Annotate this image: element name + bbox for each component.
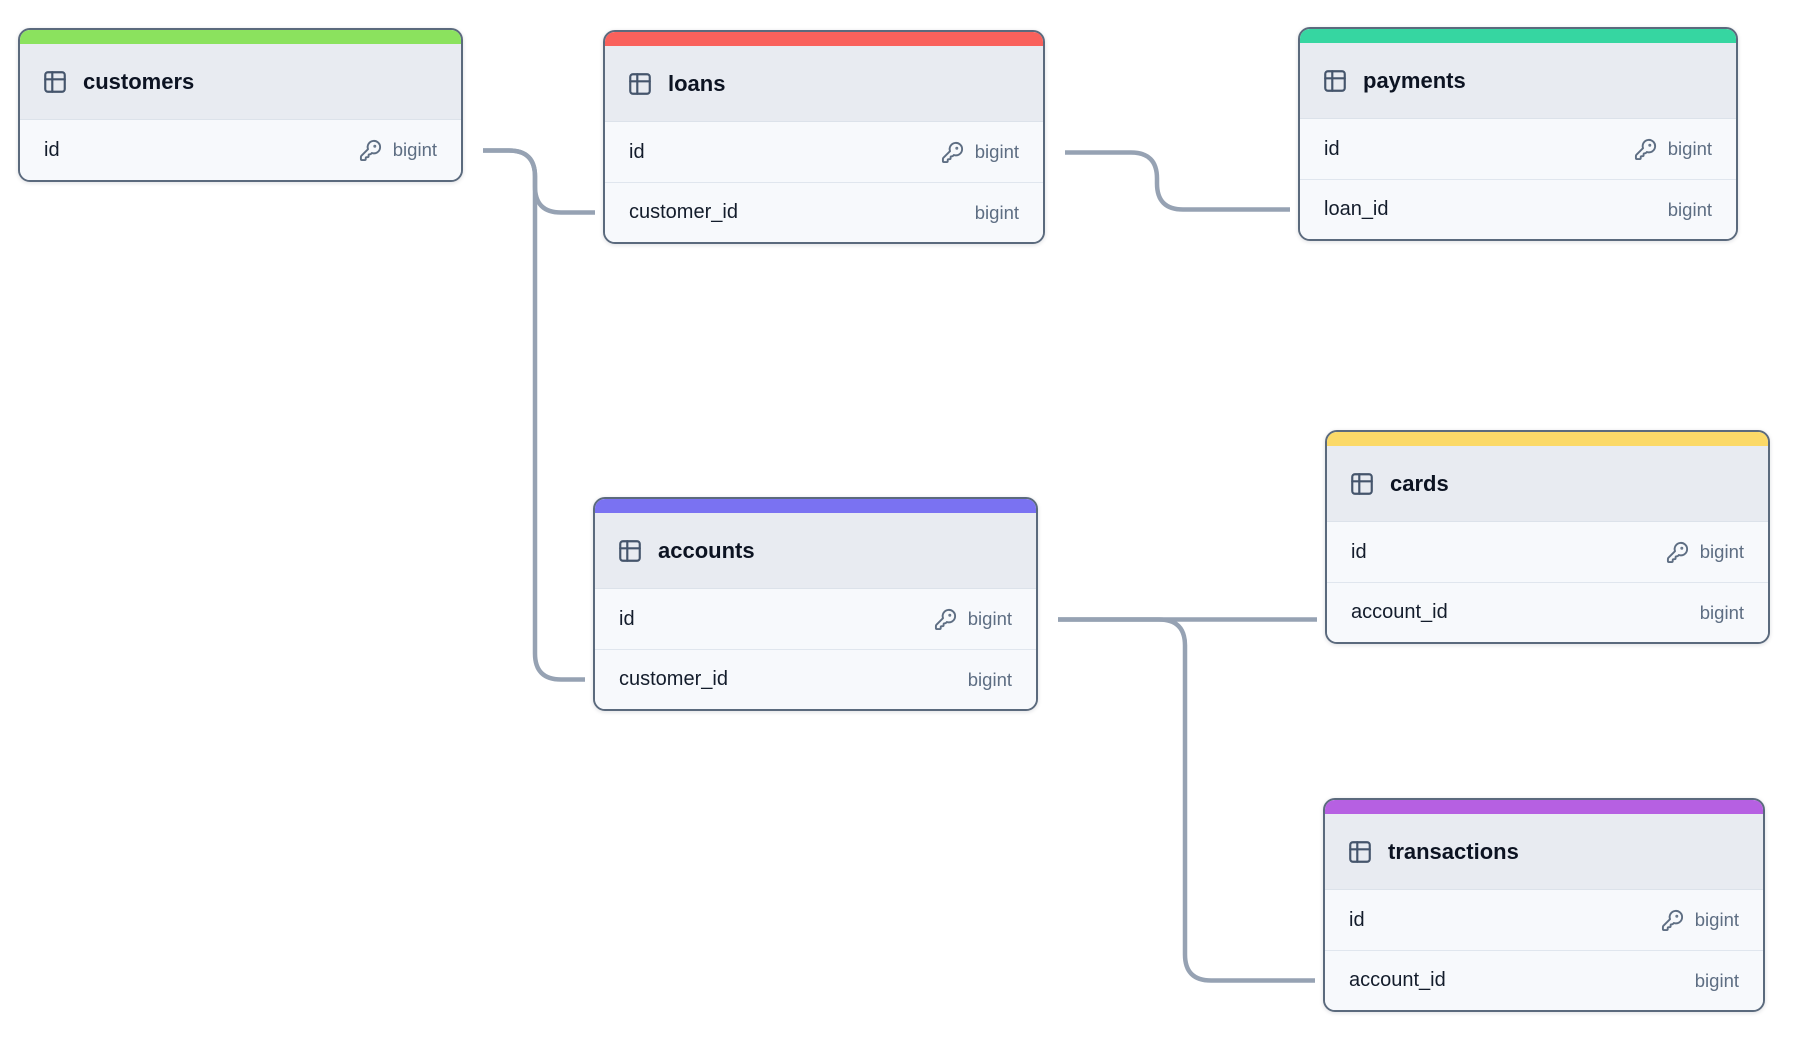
table-header: cards xyxy=(1327,446,1768,522)
relationship-connector-accounts-transactions xyxy=(1058,617,1315,983)
column-name: id xyxy=(44,138,60,161)
column-name: account_id xyxy=(1351,601,1448,623)
column-type: bigint xyxy=(974,201,1019,223)
column-meta: bigint xyxy=(1661,909,1739,932)
column-meta: bigint xyxy=(1666,541,1744,564)
column-row: account_id bigint xyxy=(1325,950,1763,1010)
table-name: payments xyxy=(1363,67,1466,93)
column-meta: bigint xyxy=(1668,199,1712,221)
column-type: bigint xyxy=(974,141,1019,162)
table-columns: id bigint loan_id bigint xyxy=(1300,119,1736,239)
table-icon xyxy=(42,69,68,95)
column-name: customer_id xyxy=(619,668,728,690)
column-name: id xyxy=(619,607,635,630)
column-row: id bigint xyxy=(1300,119,1736,179)
column-row: id bigint xyxy=(1327,522,1768,582)
column-meta: bigint xyxy=(975,202,1019,224)
table-name: cards xyxy=(1390,470,1449,496)
table-name: loans xyxy=(668,70,726,96)
table-accent-bar xyxy=(1325,800,1763,814)
key-icon xyxy=(1634,138,1657,161)
column-type: bigint xyxy=(1667,138,1712,159)
column-meta: bigint xyxy=(934,608,1012,631)
column-name: customer_id xyxy=(629,201,738,223)
key-icon xyxy=(1661,909,1684,932)
key-icon xyxy=(359,139,382,162)
column-row: account_id bigint xyxy=(1327,582,1768,642)
table-header: customers xyxy=(20,44,461,120)
table-card-payments[interactable]: payments id bigint loan_id bigint xyxy=(1298,27,1738,241)
column-row: loan_id bigint xyxy=(1300,179,1736,239)
column-type: bigint xyxy=(1699,601,1744,623)
table-accent-bar xyxy=(20,30,461,44)
column-type: bigint xyxy=(1667,198,1712,220)
table-accent-bar xyxy=(1327,432,1768,446)
column-meta: bigint xyxy=(1695,970,1739,992)
column-type: bigint xyxy=(1694,909,1739,930)
key-icon xyxy=(941,141,964,164)
table-columns: id bigint xyxy=(20,120,461,180)
table-columns: id bigint account_id bigint xyxy=(1325,890,1763,1010)
table-icon xyxy=(1322,68,1348,94)
key-icon xyxy=(1666,541,1689,564)
table-header: payments xyxy=(1300,43,1736,119)
column-row: customer_id bigint xyxy=(595,649,1036,709)
table-header: accounts xyxy=(595,513,1036,589)
table-columns: id bigint customer_id bigint xyxy=(595,589,1036,709)
table-columns: id bigint customer_id bigint xyxy=(605,122,1043,242)
table-icon xyxy=(617,538,643,564)
table-icon xyxy=(1349,471,1375,497)
table-icon xyxy=(627,71,653,97)
column-meta: bigint xyxy=(1700,602,1744,624)
column-meta: bigint xyxy=(941,141,1019,164)
table-card-cards[interactable]: cards id bigint account_id bigint xyxy=(1325,430,1770,644)
column-row: id bigint xyxy=(20,120,461,180)
relationship-connector-customers-accounts xyxy=(483,148,585,682)
table-card-accounts[interactable]: accounts id bigint customer_id bigint xyxy=(593,497,1038,711)
key-icon xyxy=(934,608,957,631)
column-name: id xyxy=(1351,540,1367,563)
table-card-loans[interactable]: loans id bigint customer_id bigint xyxy=(603,30,1045,244)
table-name: transactions xyxy=(1388,838,1519,864)
table-header: transactions xyxy=(1325,814,1763,890)
table-accent-bar xyxy=(605,32,1043,46)
table-accent-bar xyxy=(595,499,1036,513)
column-meta: bigint xyxy=(359,139,437,162)
table-card-customers[interactable]: customers id bigint xyxy=(18,28,463,182)
column-row: id bigint xyxy=(605,122,1043,182)
column-meta: bigint xyxy=(968,669,1012,691)
table-name: customers xyxy=(83,68,195,94)
column-name: account_id xyxy=(1349,969,1446,991)
column-type: bigint xyxy=(1694,969,1739,991)
relationship-connector-customers-loans xyxy=(483,148,595,215)
column-row: id bigint xyxy=(595,589,1036,649)
column-type: bigint xyxy=(967,668,1012,690)
column-type: bigint xyxy=(1699,541,1744,562)
column-type: bigint xyxy=(392,139,437,160)
column-name: id xyxy=(1324,137,1340,160)
table-icon xyxy=(1347,839,1373,865)
table-card-transactions[interactable]: transactions id bigint account_id bigint xyxy=(1323,798,1765,1012)
column-type: bigint xyxy=(967,608,1012,629)
column-name: loan_id xyxy=(1324,198,1389,220)
table-name: accounts xyxy=(658,537,755,563)
column-name: id xyxy=(629,140,645,163)
relationship-connector-loans-payments xyxy=(1065,150,1290,212)
column-name: id xyxy=(1349,908,1365,931)
table-header: loans xyxy=(605,46,1043,122)
table-columns: id bigint account_id bigint xyxy=(1327,522,1768,642)
column-meta: bigint xyxy=(1634,138,1712,161)
column-row: id bigint xyxy=(1325,890,1763,950)
column-row: customer_id bigint xyxy=(605,182,1043,242)
table-accent-bar xyxy=(1300,29,1736,43)
